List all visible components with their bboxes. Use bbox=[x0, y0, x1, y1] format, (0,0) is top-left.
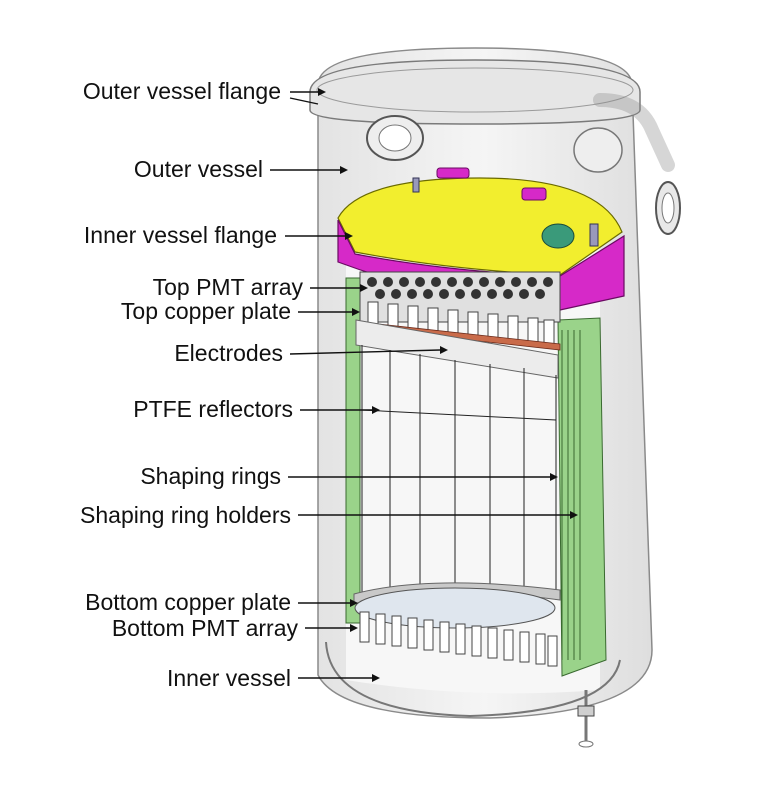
inner-vessel-bottom bbox=[325, 641, 621, 718]
top-port-right bbox=[573, 127, 623, 173]
label-outer-vessel-flange: Outer vessel flange bbox=[82, 78, 281, 104]
lid-port-green bbox=[541, 223, 575, 249]
tpc-green-frame-left bbox=[345, 277, 361, 624]
leader-arrowheads bbox=[318, 88, 578, 682]
outer-pipe bbox=[593, 93, 675, 172]
label-shaping-ring-holders: Shaping ring holders bbox=[80, 502, 291, 528]
field-cage-lines bbox=[361, 345, 557, 600]
label-shaping-rings: Shaping rings bbox=[140, 463, 281, 489]
outer-flange-top bbox=[316, 67, 634, 113]
label-outer-vessel: Outer vessel bbox=[133, 156, 263, 182]
tpc-green-frame-right bbox=[557, 317, 607, 677]
label-bottom-copper-plate: Bottom copper plate bbox=[85, 589, 291, 615]
label-inner-vessel: Inner vessel bbox=[166, 665, 291, 691]
label-electrodes: Electrodes bbox=[174, 340, 283, 366]
lid-fitting-1 bbox=[436, 167, 470, 179]
leader-lines bbox=[270, 91, 570, 679]
top-pmt-tubes bbox=[367, 301, 555, 345]
leader-electrodes bbox=[289, 349, 441, 355]
electrode-panel bbox=[355, 319, 559, 379]
outer-flange-ring bbox=[309, 59, 641, 125]
label-top-pmt-array: Top PMT array bbox=[152, 274, 303, 300]
bottom-pmt-disk bbox=[354, 587, 556, 629]
label-top-copper-plate: Top copper plate bbox=[120, 298, 291, 324]
label-ptfe-reflectors: PTFE reflectors bbox=[133, 396, 293, 422]
label-inner-vessel-flange: Inner vessel flange bbox=[83, 222, 277, 248]
bottom-pmt-tubes bbox=[359, 611, 558, 667]
top-pmt-grid bbox=[367, 277, 553, 299]
label-bottom-pmt-array: Bottom PMT array bbox=[111, 615, 298, 641]
lid-fitting-2 bbox=[521, 187, 547, 201]
inner-flange-lid bbox=[337, 177, 623, 276]
shaping-ring-strip bbox=[561, 330, 581, 660]
